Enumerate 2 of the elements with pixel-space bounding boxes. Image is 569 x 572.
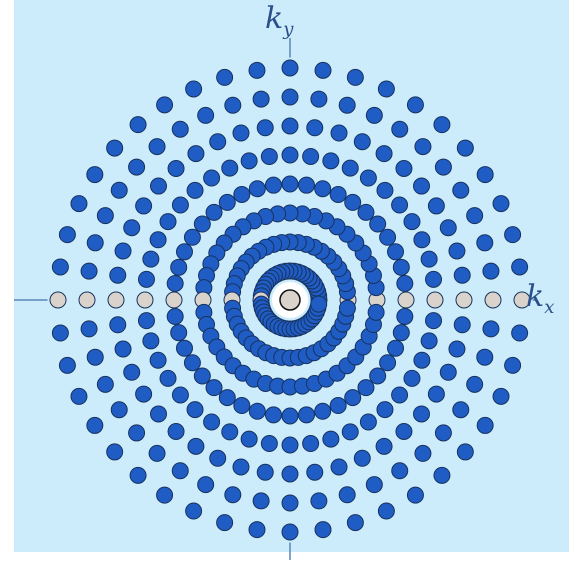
- axis-label: k$_{x}$: [526, 282, 554, 317]
- axis-label: k$_{y}$: [265, 4, 294, 39]
